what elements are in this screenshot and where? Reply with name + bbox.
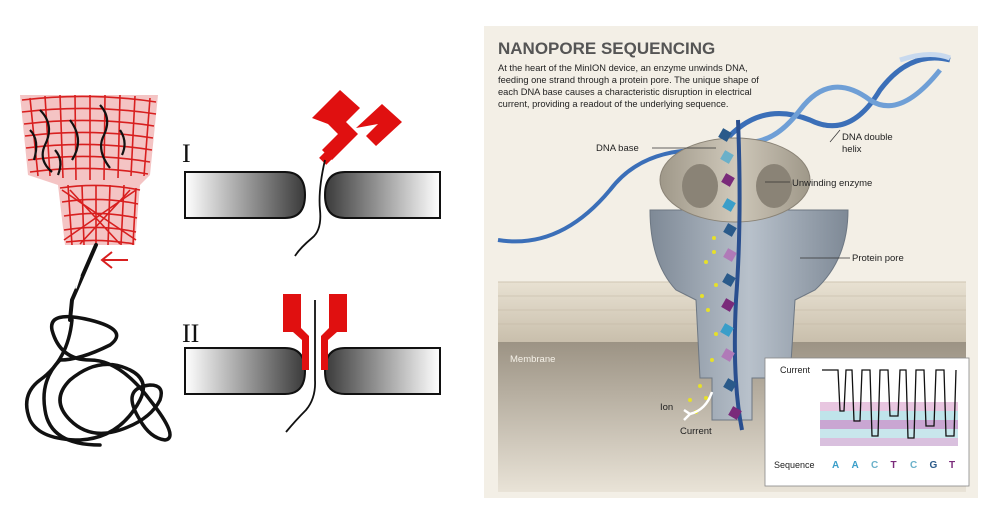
stage-1-label: I <box>182 139 191 168</box>
sequence-base-letter: T <box>949 460 955 471</box>
stage-1-diagram: I <box>182 90 441 257</box>
svg-text:feeding one strand through a p: feeding one strand through a protein por… <box>498 75 759 85</box>
panel-title: NANOPORE SEQUENCING <box>498 39 715 58</box>
svg-text:At the heart of the MinION dev: At the heart of the MinION device, an en… <box>498 63 748 73</box>
sequence-base-letter: A <box>832 460 839 471</box>
label-dna-base: DNA base <box>596 143 639 154</box>
sequence-base-letter: A <box>852 460 859 471</box>
label-membrane: Membrane <box>510 354 555 365</box>
motor-protein-docked-shape <box>283 294 347 370</box>
label-dna-double-helix-2: helix <box>842 144 862 155</box>
sequence-base-letter: C <box>871 460 878 471</box>
label-ion: Ion <box>660 402 673 413</box>
protein-pore-structure <box>20 94 172 447</box>
inset-current-label: Current <box>780 365 811 375</box>
sequence-base-letter: T <box>891 460 897 471</box>
current-arrow-icon <box>683 391 714 421</box>
sequence-base-letter: G <box>930 460 938 471</box>
stage-2-diagram: II <box>182 294 441 433</box>
label-unwinding-enzyme: Unwinding enzyme <box>792 178 872 189</box>
pointer-arrow-icon <box>100 251 128 269</box>
svg-text:each DNA base causes a charact: each DNA base causes a characteristic di… <box>498 87 752 97</box>
dna-bases <box>718 128 742 420</box>
stage-2-label: II <box>182 319 199 348</box>
label-dna-double-helix-1: DNA double <box>842 132 893 143</box>
label-current: Current <box>680 426 712 437</box>
label-protein-pore: Protein pore <box>852 253 904 264</box>
nanopore-illustration: NANOPORE SEQUENCING At the heart of the … <box>484 26 978 498</box>
inset-sequence-label: Sequence <box>774 460 815 470</box>
sequence-base-letter: C <box>910 460 917 471</box>
description: At the heart of the MinION device, an en… <box>498 63 759 109</box>
svg-text:current, providing a readout o: current, providing a readout of the unde… <box>498 99 729 109</box>
motor-protein-shape <box>312 90 402 165</box>
